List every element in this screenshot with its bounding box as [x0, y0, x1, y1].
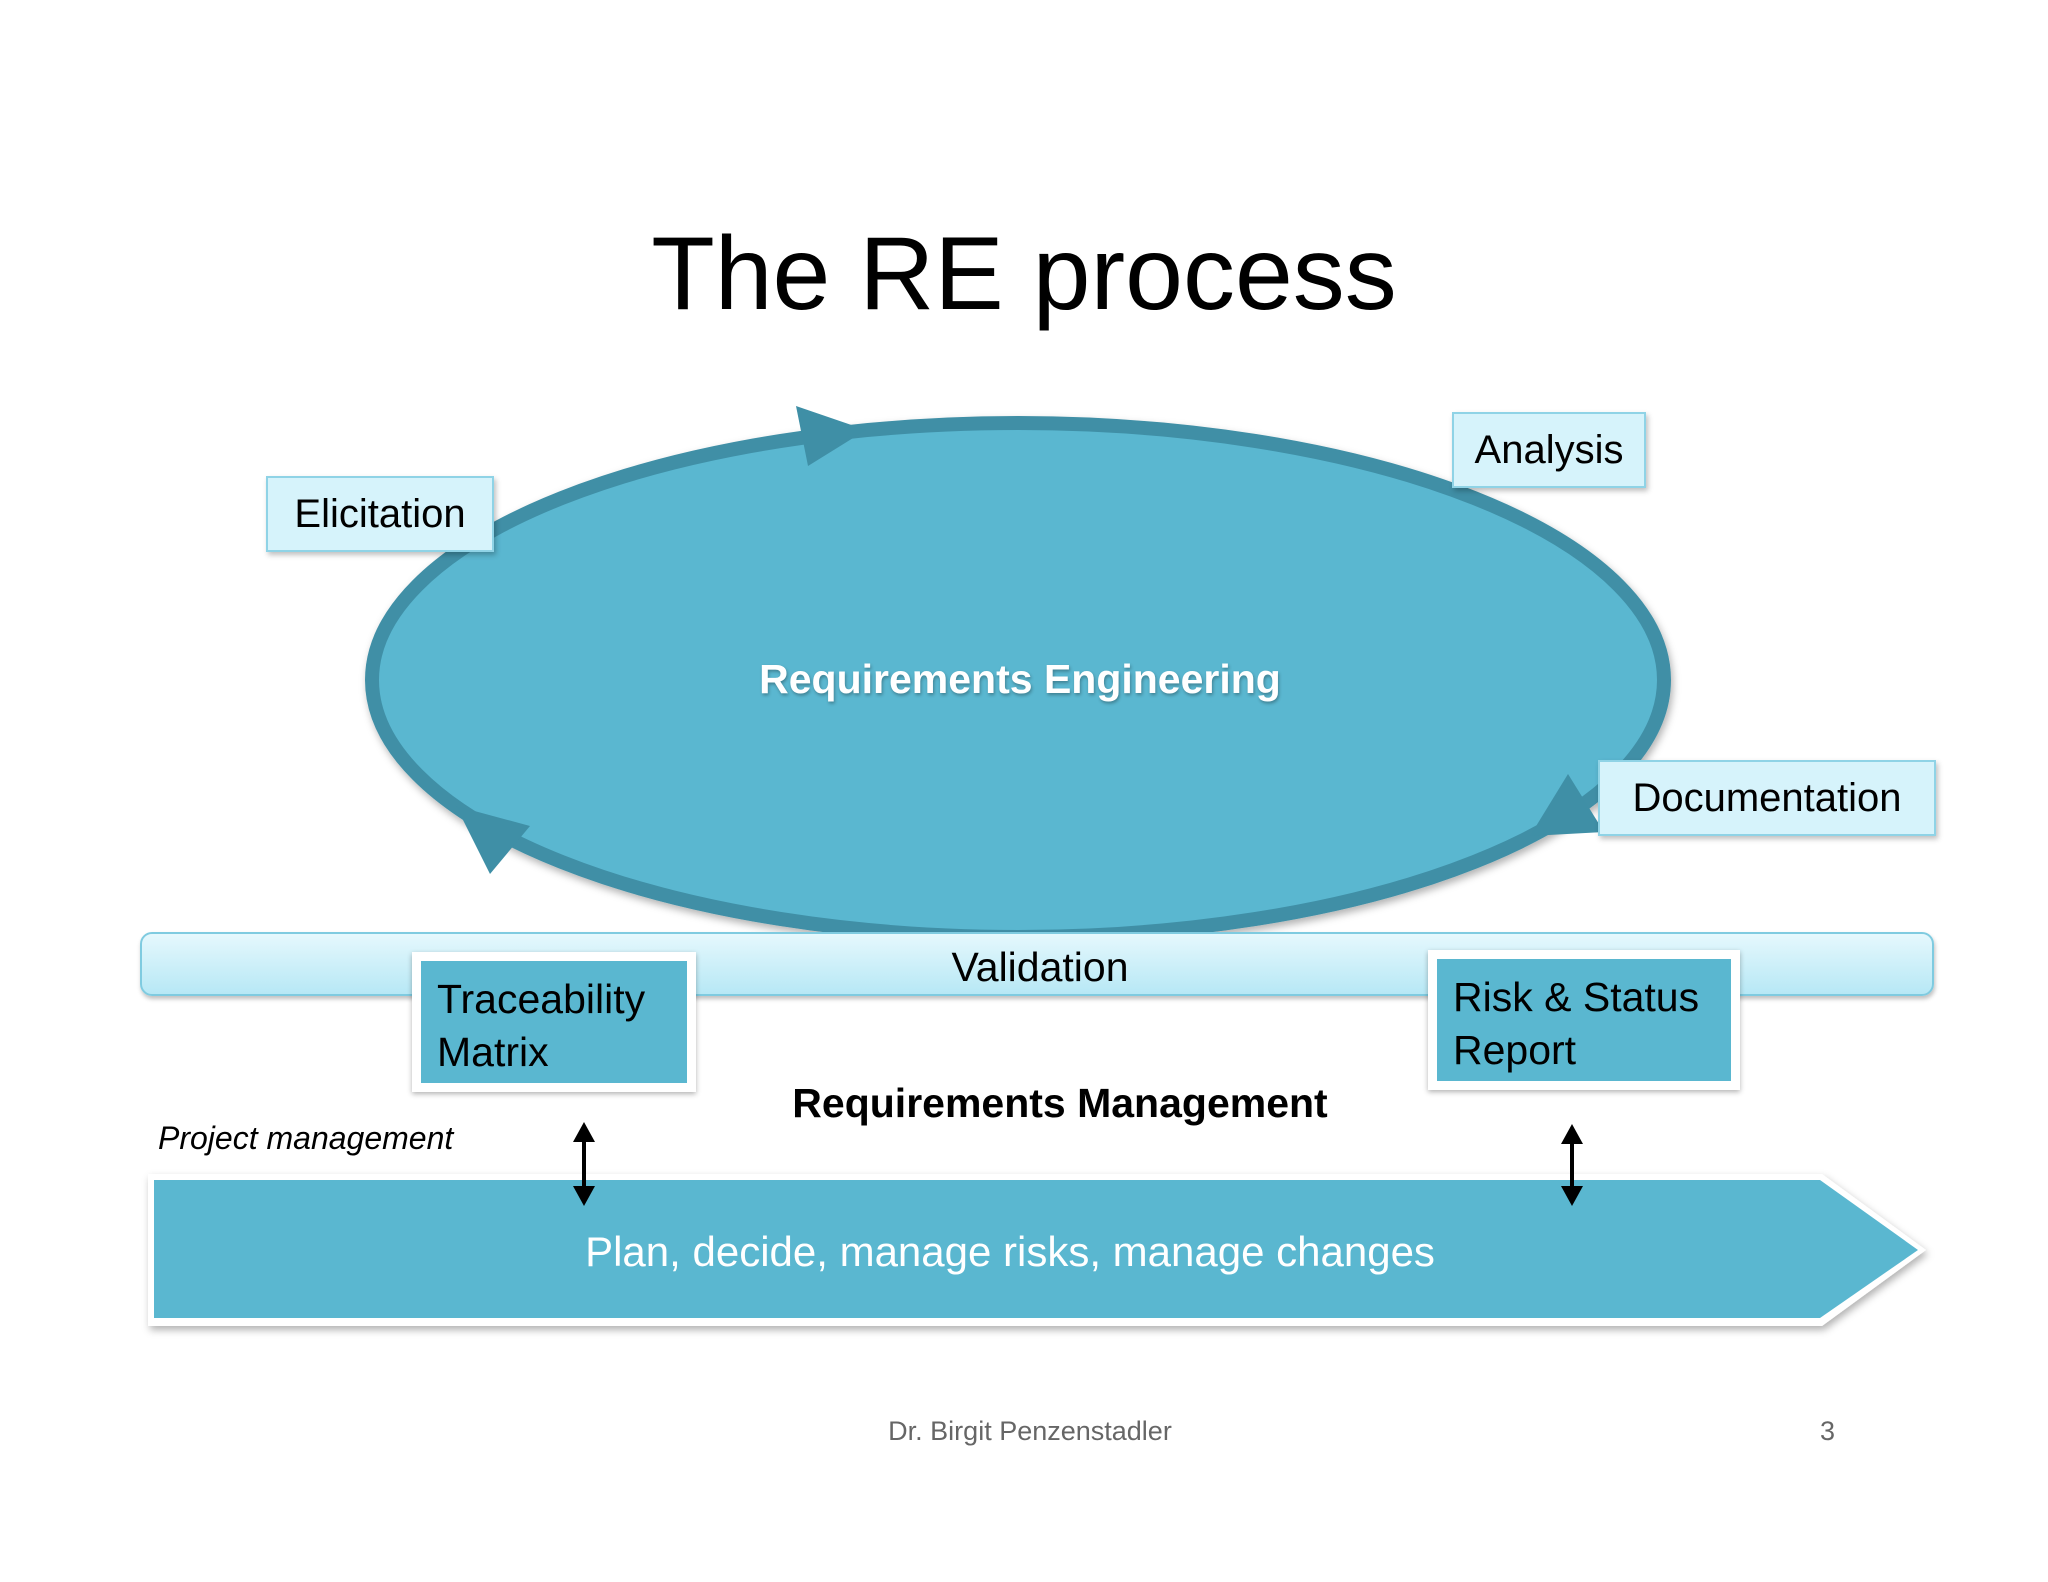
risk-report-label-line-1: Risk & Status — [1453, 974, 1700, 1020]
vertical-arrow-traceability — [573, 1122, 595, 1206]
analysis-box: Analysis — [1452, 412, 1646, 488]
analysis-label: Analysis — [1474, 427, 1624, 472]
documentation-label: Documentation — [1632, 775, 1902, 820]
cycle-arrowhead-right — [1530, 774, 1604, 836]
elicitation-box: Elicitation — [266, 476, 494, 552]
documentation-box: Documentation — [1598, 760, 1936, 836]
project-management-label: Project management — [158, 1120, 454, 1156]
cycle-arrowhead-left — [456, 806, 530, 874]
footer-author: Dr. Birgit Penzenstadler — [888, 1416, 1172, 1446]
traceability-label-line-2: Matrix — [437, 1029, 549, 1076]
validation-label: Validation — [951, 944, 1129, 990]
requirements-management-label: Requirements Management — [792, 1080, 1328, 1126]
requirements-engineering-label: Requirements Engineering — [759, 656, 1281, 702]
vertical-arrow-risk-report — [1561, 1124, 1583, 1206]
cycle-arrowhead-top — [796, 406, 866, 466]
traceability-matrix-box: Traceability Matrix — [412, 952, 696, 1092]
risk-report-label-line-2: Report — [1453, 1027, 1577, 1074]
page-number: 3 — [1820, 1416, 1836, 1446]
risk-status-report-box: Risk & Status Report — [1428, 950, 1740, 1090]
project-management-text: Plan, decide, manage risks, manage chang… — [585, 1228, 1435, 1275]
project-management-arrow — [154, 1180, 1918, 1318]
slide-title: The RE process — [651, 216, 1397, 332]
elicitation-label: Elicitation — [294, 491, 466, 536]
traceability-label-line-1: Traceability — [437, 976, 646, 1022]
